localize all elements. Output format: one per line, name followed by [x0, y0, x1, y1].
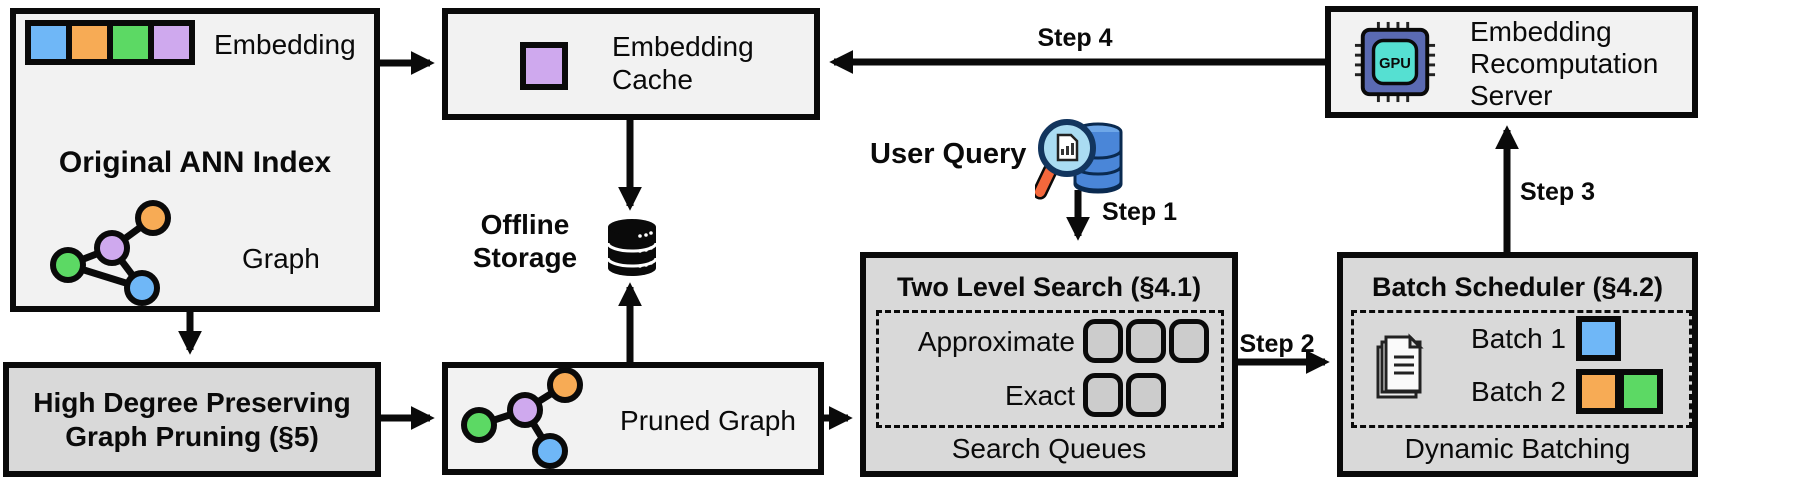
batch2-chunk-green — [1618, 368, 1663, 414]
offline-storage-label: Offline Storage — [472, 209, 578, 273]
step3-label: Step 3 — [1520, 178, 1596, 206]
embedding-cell-orange — [66, 26, 107, 59]
embedding-cell-purple — [148, 26, 189, 59]
recomputation-server-title: Embedding Recomputation Server — [1470, 16, 1659, 111]
batch1-label: Batch 1 — [1471, 322, 1566, 354]
cached-embedding-icon — [520, 42, 568, 90]
batch1-chunk-blue — [1576, 315, 1621, 361]
queue-slot — [1126, 373, 1166, 417]
original-ann-index-box: Embedding Original ANN Index Graph — [10, 8, 380, 312]
embedding-vector-icon — [25, 20, 195, 65]
graph-label: Graph — [242, 243, 320, 274]
user-query-search-database-icon — [1035, 119, 1123, 200]
batch2-label: Batch 2 — [1471, 375, 1566, 407]
batch-scheduler-box: Batch Scheduler (§4.2) Batch 1 Batch 2 — [1337, 252, 1698, 477]
dynamic-batching-panel: Batch 1 Batch 2 — [1351, 310, 1692, 428]
exact-queue-row: Exact — [879, 372, 1221, 418]
embedding-label: Embedding — [214, 29, 356, 60]
batch1-row: Batch 1 — [1434, 315, 1621, 361]
search-queues-panel: Approximate Exact — [876, 310, 1224, 428]
ann-index-title: Original ANN Index — [58, 146, 332, 179]
queue-slot — [1083, 319, 1123, 363]
queue-slot — [1083, 373, 1123, 417]
documents-stack-icon — [1376, 333, 1424, 399]
approximate-queue-row: Approximate — [879, 318, 1221, 364]
graph-pruning-title: High Degree Preserving Graph Pruning (§5… — [33, 386, 351, 452]
two-level-search-title: Two Level Search (§4.1) — [896, 272, 1202, 302]
two-level-search-box: Two Level Search (§4.1) Approximate Exac… — [860, 252, 1238, 477]
graph-pruning-box: High Degree Preserving Graph Pruning (§5… — [3, 362, 381, 477]
recomputation-server-box: GPU Embedding Recomputation Server — [1325, 6, 1698, 118]
batch-scheduler-title: Batch Scheduler (§4.2) — [1371, 272, 1664, 302]
pruned-graph-label: Pruned Graph — [620, 405, 796, 436]
embedding-cache-title: Embedding Cache — [612, 31, 754, 95]
approximate-queue-slots — [1083, 319, 1209, 363]
batch2-chunk-orange — [1576, 368, 1621, 414]
step2-label: Step 2 — [1239, 330, 1315, 358]
embedding-cache-box: Embedding Cache — [442, 8, 820, 120]
gpu-chip-icon: GPU — [1354, 21, 1436, 103]
embedding-cell-green — [107, 26, 148, 59]
graph-icon — [50, 200, 171, 306]
pruned-graph-box: Pruned Graph — [442, 362, 824, 475]
pruned-graph-icon — [461, 367, 583, 469]
exact-label: Exact — [1004, 379, 1075, 411]
embedding-cell-blue — [31, 26, 66, 59]
document-in-lens-icon — [1056, 133, 1079, 162]
user-query-label: User Query — [870, 138, 1027, 170]
exact-queue-slots — [1083, 373, 1166, 417]
approximate-label: Approximate — [917, 325, 1075, 357]
offline-storage-database-icon — [606, 219, 658, 276]
queue-slot — [1169, 319, 1209, 363]
search-queues-caption: Search Queues — [951, 433, 1147, 464]
step4-label: Step 4 — [1037, 24, 1113, 52]
step1-label: Step 1 — [1102, 198, 1178, 226]
dynamic-batching-caption: Dynamic Batching — [1404, 433, 1631, 464]
queue-slot — [1126, 319, 1166, 363]
gpu-text: GPU — [1379, 56, 1411, 72]
batch2-row: Batch 2 — [1434, 368, 1663, 414]
